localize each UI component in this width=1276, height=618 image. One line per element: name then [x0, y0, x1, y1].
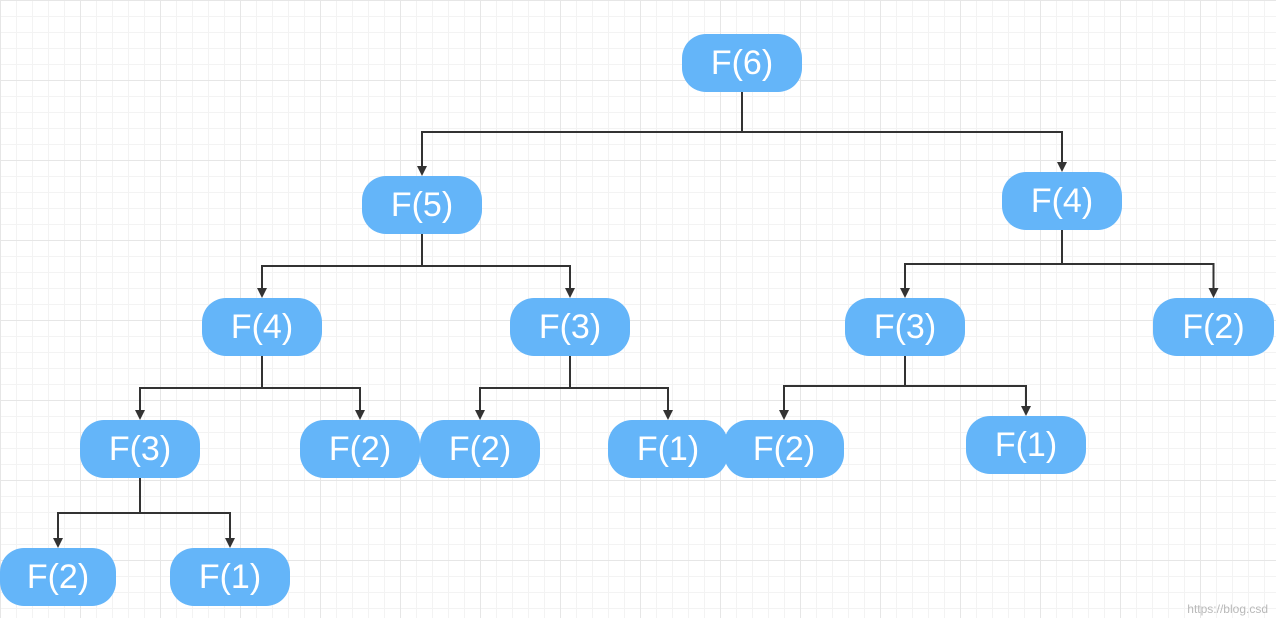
tree-node: F(4) — [1002, 172, 1122, 230]
edge-connector — [421, 234, 575, 298]
edge-connector — [904, 356, 1031, 416]
tree-node: F(2) — [724, 420, 844, 478]
tree-node: F(1) — [608, 420, 728, 478]
tree-node: F(3) — [845, 298, 965, 356]
edge-connector — [257, 234, 423, 298]
tree-node: F(2) — [300, 420, 420, 478]
tree-node: F(5) — [362, 176, 482, 234]
tree-node: F(2) — [0, 548, 116, 606]
tree-node: F(1) — [170, 548, 290, 606]
tree-node: F(4) — [202, 298, 322, 356]
tree-node: F(2) — [1153, 298, 1274, 356]
edge-connector — [135, 356, 263, 420]
edge-connector — [139, 478, 235, 548]
tree-node: F(1) — [966, 416, 1086, 474]
edge-connector — [900, 230, 1063, 298]
edge-connector — [779, 356, 906, 420]
edge-connector — [53, 478, 141, 548]
tree-node: F(6) — [682, 34, 802, 92]
watermark-text: https://blog.csd — [1187, 602, 1268, 616]
tree-node: F(2) — [420, 420, 540, 478]
edge-connector — [417, 92, 743, 176]
edge-connector — [741, 92, 1067, 172]
edge-connector — [261, 356, 365, 420]
edge-connector — [1061, 230, 1219, 298]
edge-connector — [569, 356, 673, 420]
tree-node: F(3) — [510, 298, 630, 356]
tree-node: F(3) — [80, 420, 200, 478]
edge-connector — [475, 356, 571, 420]
